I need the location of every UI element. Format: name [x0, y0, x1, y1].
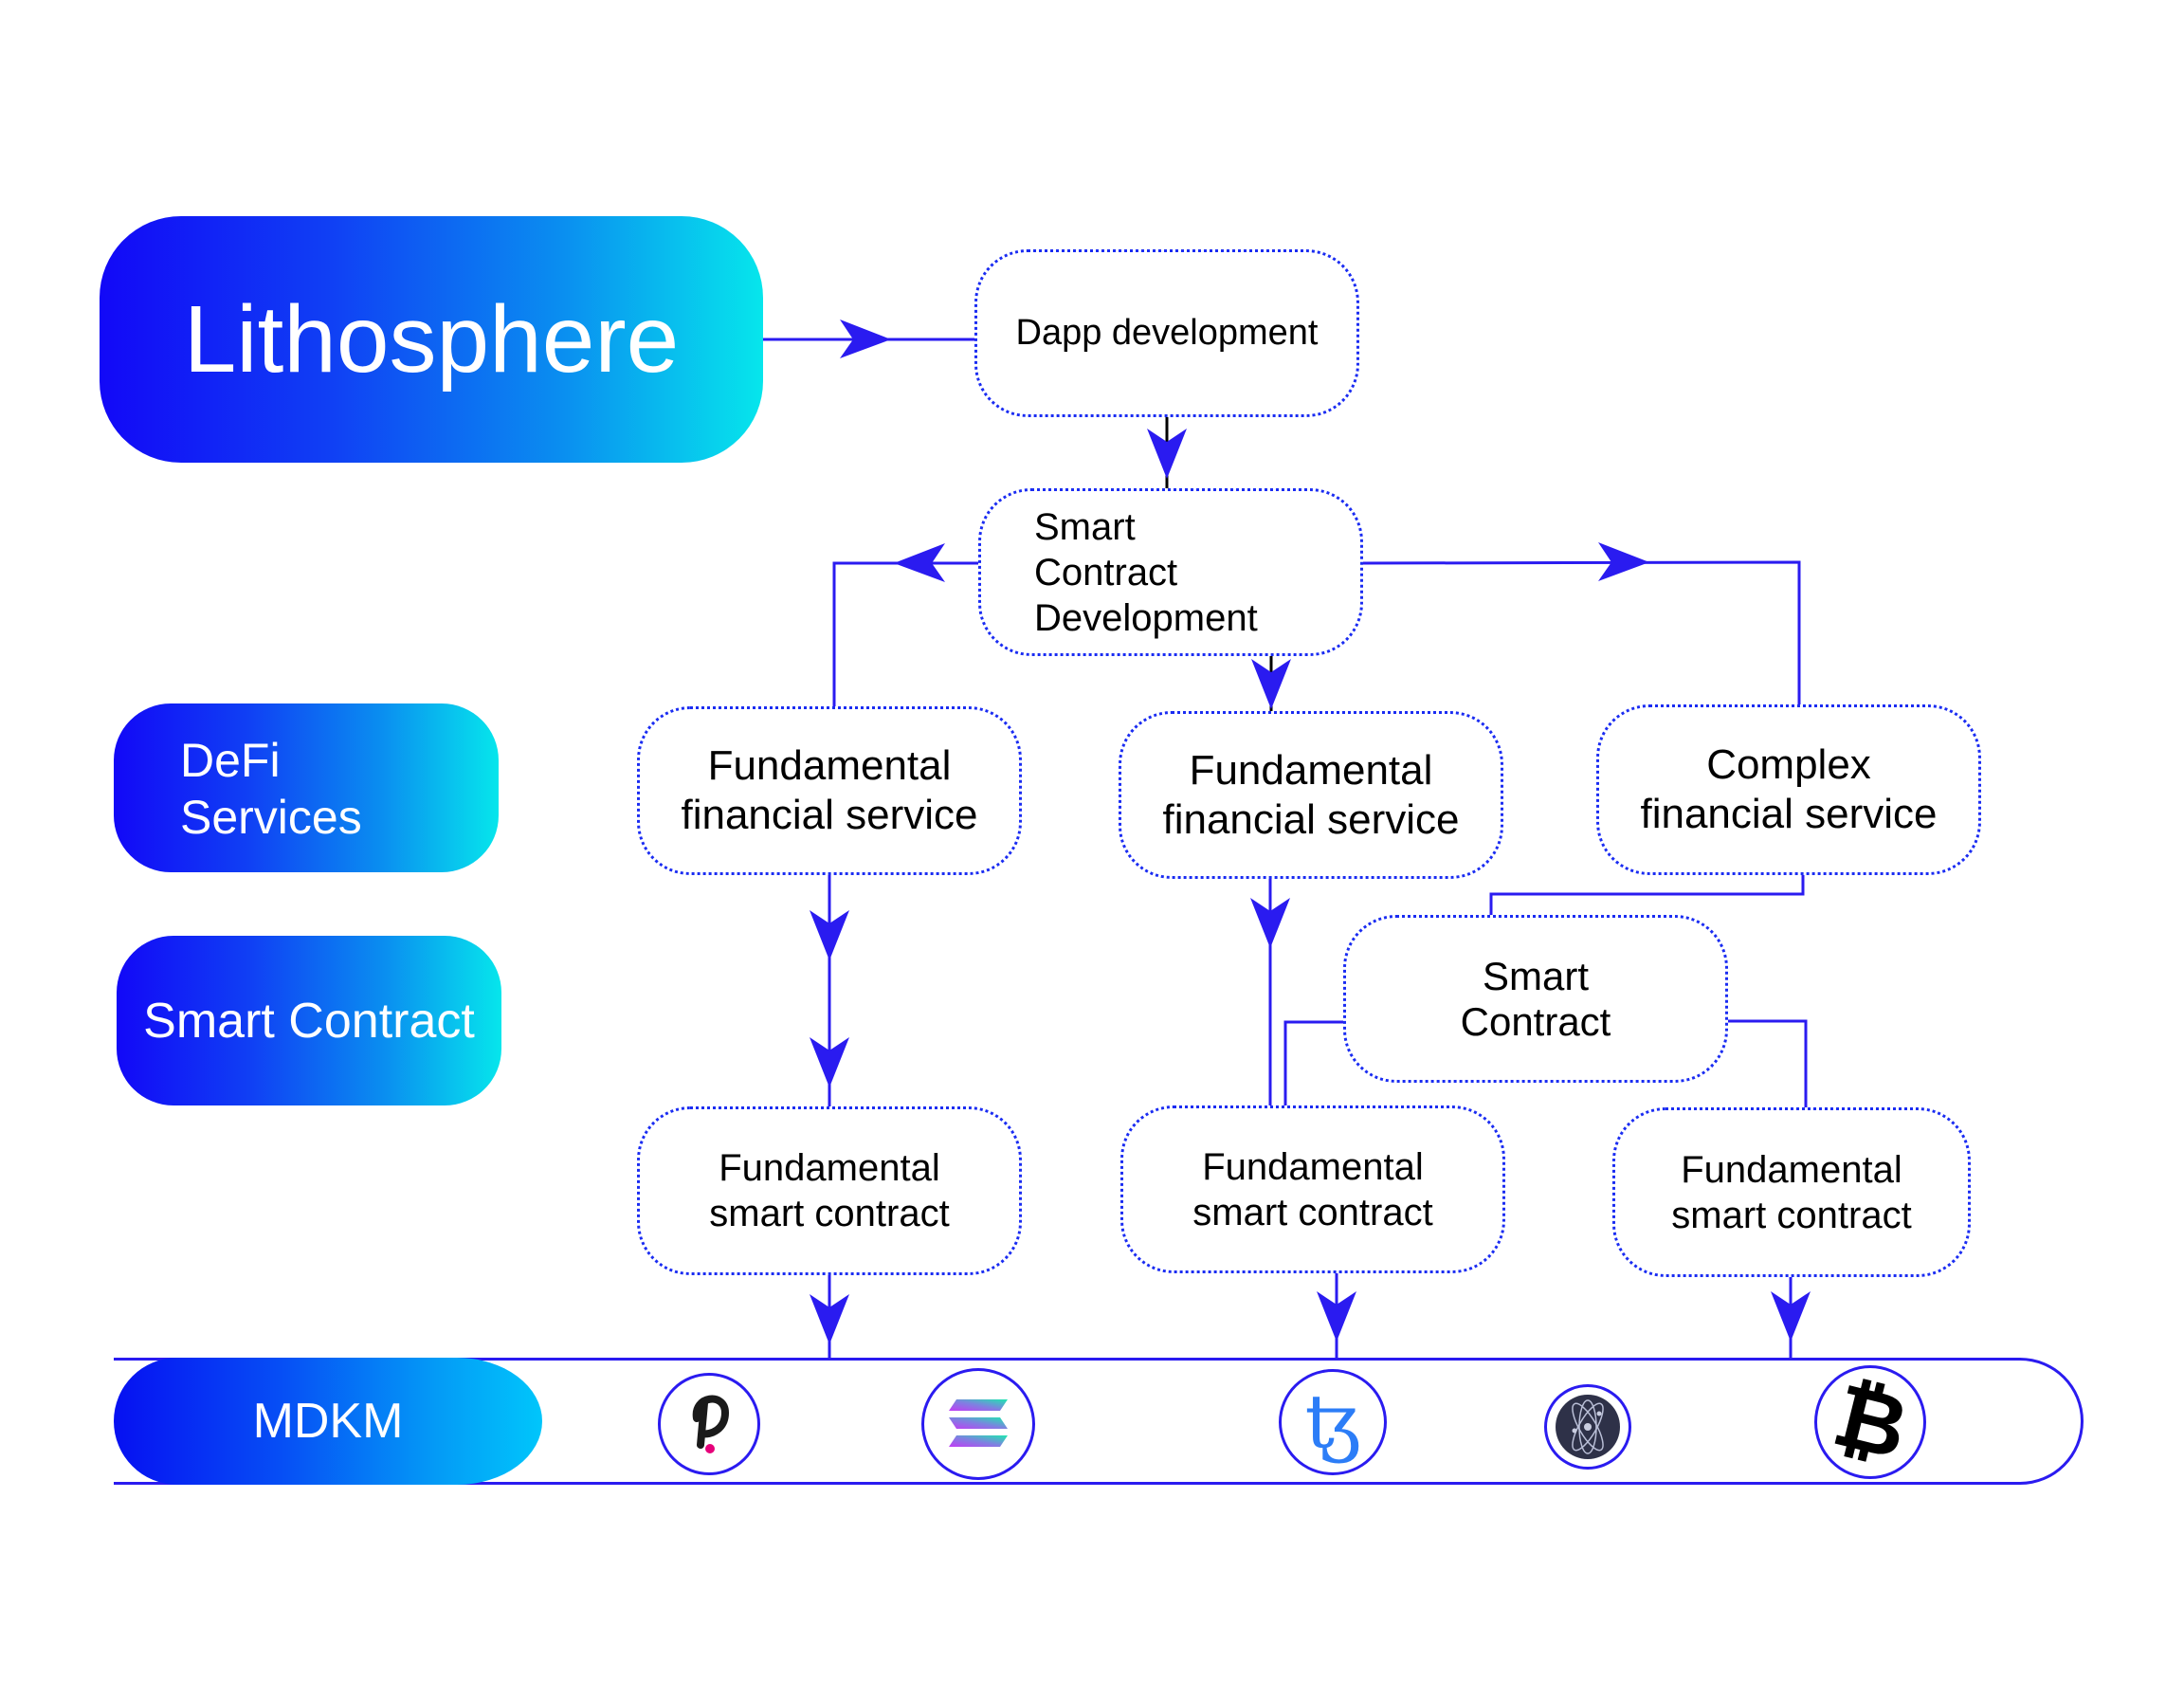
node-label-line: financial service: [1162, 795, 1460, 843]
arrowhead-down: [1250, 898, 1290, 948]
node-label-line: Fundamental: [707, 742, 952, 789]
smart-contract-layer: Smart Contract: [117, 936, 501, 1105]
node-label-line: smart contract: [1192, 1191, 1433, 1233]
node-fundamental-smart-contract-2: Fundamental smart contract: [1120, 1105, 1505, 1273]
cosmos-icon: [1544, 1384, 1631, 1470]
arrowhead-down: [1251, 659, 1291, 709]
node-smart-contract-development: Smart Contract Development: [978, 488, 1363, 656]
node-label-line: smart contract: [1671, 1194, 1912, 1236]
node-label-line: financial service: [681, 792, 978, 838]
connector-scd-cfs: [1362, 560, 1801, 704]
arrowhead-down: [1317, 1291, 1356, 1342]
node-label-line: Development: [1034, 596, 1258, 639]
smart-contract-layer-label: Smart Contract: [143, 993, 475, 1049]
node-label-line: Fundamental: [1189, 746, 1433, 794]
bitcoin-icon: ₿: [1814, 1363, 1926, 1480]
arrowhead-down: [810, 1037, 849, 1087]
node-label-line: Contract: [1460, 998, 1611, 1044]
node-label-line: Smart: [1482, 953, 1589, 998]
node-fundamental-financial-service-1: Fundamental financial service: [637, 706, 1022, 875]
node-label-line: Fundamental: [1202, 1145, 1424, 1188]
mdkm-label: MDKM: [252, 1394, 404, 1449]
defi-services-layer: DeFi Services: [114, 703, 499, 872]
node-fundamental-smart-contract-1: Fundamental smart contract: [637, 1106, 1022, 1275]
arrowhead-right: [1598, 542, 1649, 581]
node-label: Dapp development: [1015, 313, 1319, 353]
node-dapp-development: Dapp development: [974, 249, 1359, 417]
node-label-line: Smart: [1034, 505, 1136, 548]
tezos-icon: ꜩ: [1279, 1369, 1387, 1475]
arrowhead-down: [810, 910, 849, 960]
tezos-glyph: ꜩ: [1304, 1379, 1361, 1465]
arrowhead-right: [840, 320, 891, 358]
arrowhead-left: [894, 543, 945, 582]
lithosphere-title-box: Lithosphere: [100, 216, 763, 463]
node-fundamental-financial-service-2: Fundamental financial service: [1119, 711, 1503, 879]
polkadot-icon: [658, 1373, 760, 1475]
node-label-line: Complex: [1706, 741, 1871, 788]
node-fundamental-smart-contract-3: Fundamental smart contract: [1612, 1107, 1971, 1277]
node-label-line: Contract: [1034, 551, 1178, 594]
connector-sc-fsc3: [1728, 1019, 1808, 1107]
solana-icon: [921, 1368, 1035, 1480]
arrowhead-down: [810, 1294, 849, 1344]
defi-label-line2: Services: [180, 791, 362, 844]
lithosphere-title: Lithosphere: [183, 285, 680, 393]
mdkm-chain-bar: [114, 1358, 2084, 1485]
node-label-line: Fundamental: [1681, 1148, 1902, 1191]
defi-label-line1: DeFi: [180, 734, 281, 787]
connector-sc-fsc2: [1283, 1020, 1343, 1105]
connector-cfs-sc: [1489, 875, 1805, 915]
node-complex-financial-service: Complex financial service: [1596, 704, 1981, 875]
node-label-line: financial service: [1640, 791, 1938, 837]
arrowhead-down: [1147, 429, 1187, 479]
node-smart-contract: Smart Contract: [1343, 915, 1728, 1083]
node-label-line: Fundamental: [719, 1147, 940, 1189]
mdkm-layer: MDKM: [114, 1358, 542, 1485]
arrowhead-down: [1771, 1291, 1811, 1342]
connector-scd-ffs1: [832, 561, 978, 706]
bitcoin-glyph: ₿: [1823, 1363, 1918, 1480]
node-label-line: smart contract: [709, 1193, 950, 1234]
